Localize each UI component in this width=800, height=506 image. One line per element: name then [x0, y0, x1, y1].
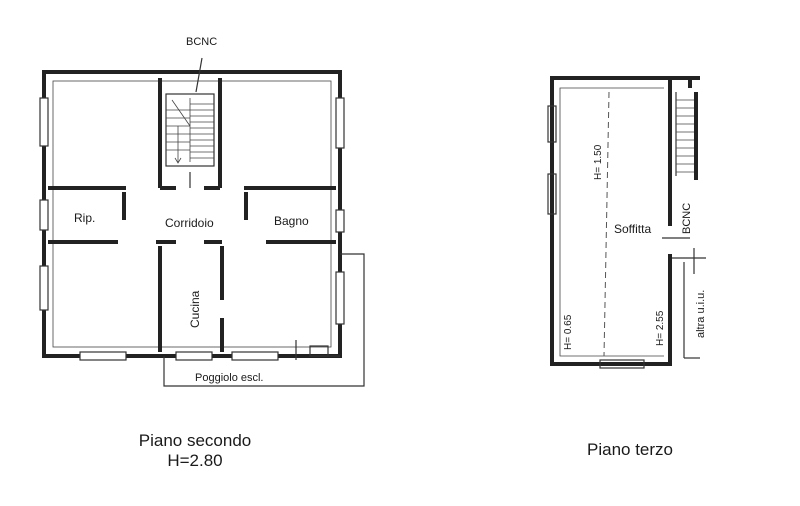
third-floor-staircase [672, 76, 700, 180]
room-label-corridor: Corridoio [165, 216, 214, 230]
balcony-label: Poggiolo escl. [195, 372, 264, 384]
third-floor-title: Piano terzo [587, 440, 673, 459]
second-floor-caption: Piano secondo H=2.80 [105, 431, 285, 471]
third-floor-outer-wall [550, 76, 672, 366]
room-label-storage: Rip. [74, 211, 95, 225]
second-floor-height: H=2.80 [167, 451, 223, 470]
second-floor-internal-walls [48, 78, 336, 352]
second-floor-staircase [165, 57, 215, 188]
height-right-label: H= 2.55 [655, 310, 666, 346]
balcony-outline [163, 253, 365, 387]
second-floor-windows [39, 97, 345, 361]
height-left-label: H= 0.65 [563, 314, 574, 350]
second-floor-plan: BCNC Rip. Corridoio Bagno Cucina Poggiol… [39, 36, 365, 387]
third-floor-stair-label: BCNC [681, 203, 693, 234]
room-label-kitchen: Cucina [188, 290, 202, 328]
second-floor-stair-label: BCNC [186, 36, 217, 48]
room-label-bathroom: Bagno [274, 214, 309, 228]
height-ridge-label: H= 1.50 [593, 144, 604, 180]
third-floor-plan: Soffitta BCNC altra u.i.u. H= 1.50 H= 0.… [547, 76, 707, 369]
third-floor-caption: Piano terzo [545, 440, 715, 460]
neighbor-unit-label: altra u.i.u. [695, 290, 707, 338]
attic-label: Soffitta [614, 222, 651, 236]
ridge-line [603, 91, 610, 357]
second-floor-title: Piano secondo [138, 431, 252, 450]
